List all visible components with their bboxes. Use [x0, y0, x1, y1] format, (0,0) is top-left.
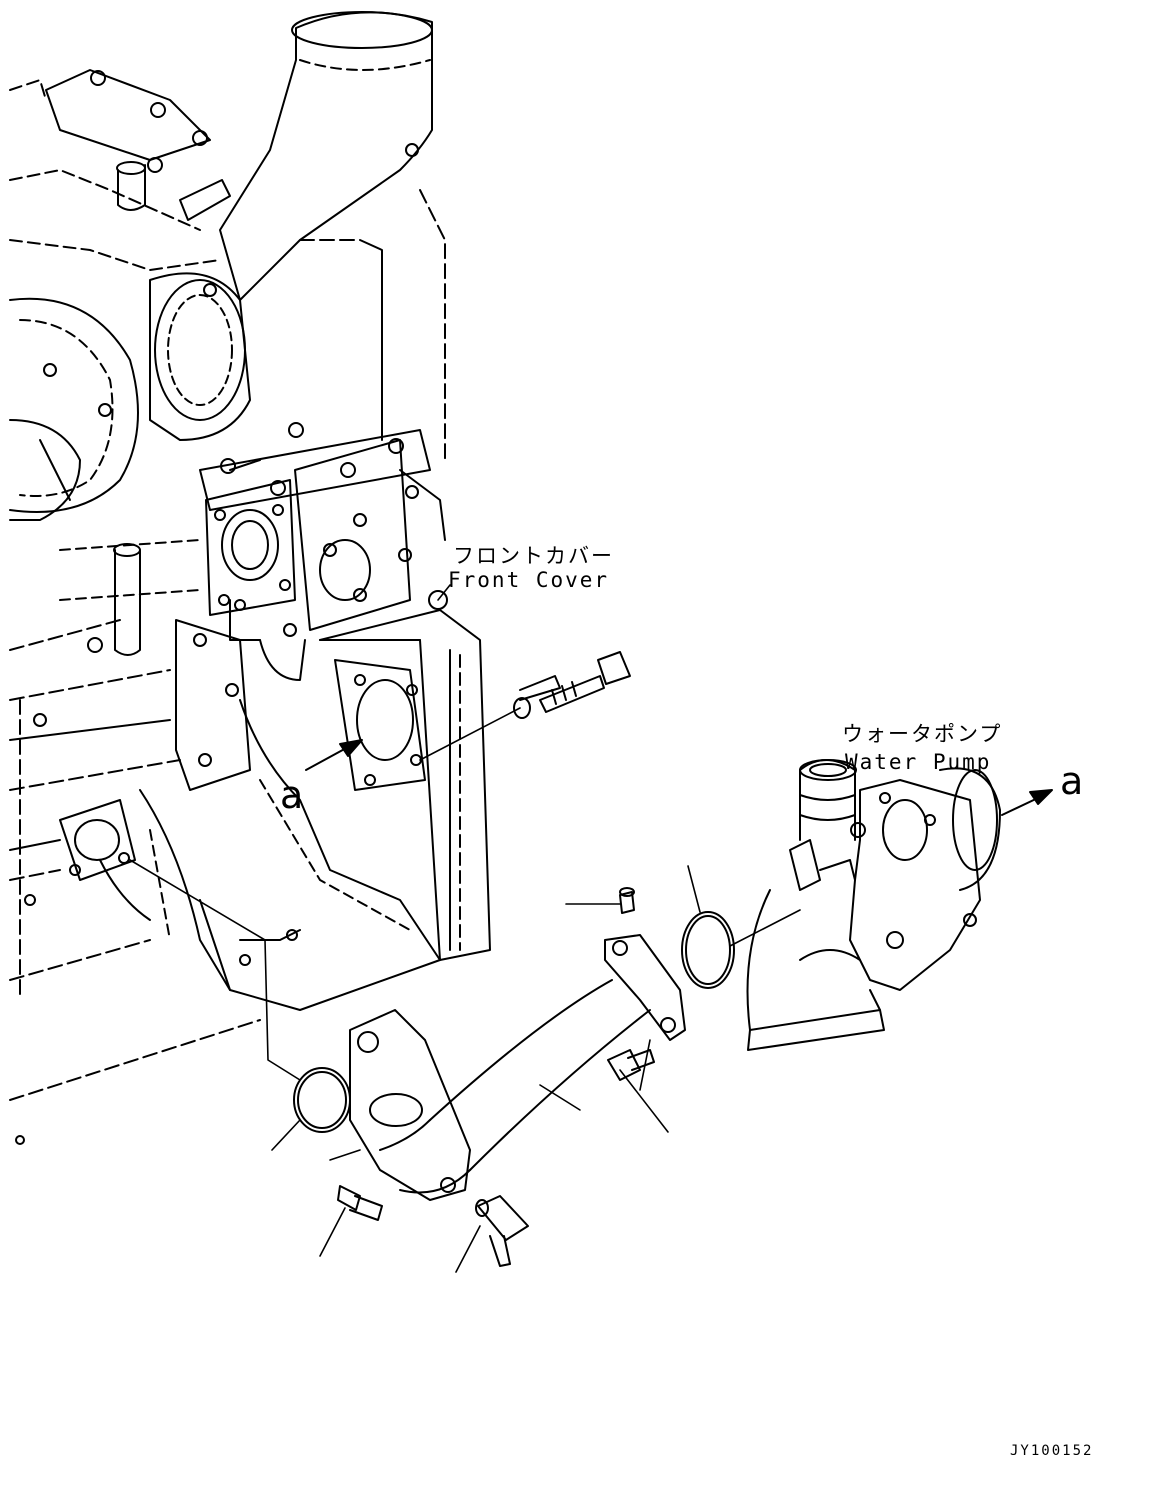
plug — [619, 891, 635, 914]
engine-block — [9, 11, 491, 1145]
water-pump-label-jp: ウォータポンプ — [842, 722, 1003, 746]
o-ring-upper — [681, 911, 735, 989]
tube-bottom-edge — [469, 1009, 651, 1171]
view-arrow-right — [1001, 789, 1053, 816]
o-ring-lower — [293, 1067, 351, 1133]
flange-bolt-left — [337, 1185, 361, 1211]
leader-lines — [129, 584, 801, 1273]
bolt-head — [597, 651, 631, 685]
temp-sensor — [477, 1195, 529, 1241]
water-pump — [746, 759, 1001, 1051]
view-ref-right: a — [1060, 759, 1084, 803]
bolt-washer-group — [513, 651, 631, 719]
washer-ring — [513, 697, 531, 719]
view-arrow-left — [305, 739, 363, 771]
front-cover-label-en: Front Cover — [448, 568, 610, 592]
tube-top-edge — [429, 979, 613, 1121]
front-cover-label-jp: フロントカバー — [453, 544, 614, 568]
flange-bolt-right — [607, 1049, 641, 1081]
bolt-shank — [539, 675, 605, 713]
washer — [519, 675, 561, 701]
water-tube-assembly — [293, 887, 735, 1267]
drawing-code: JY100152 — [1010, 1443, 1094, 1459]
water-pump-label-en: Water Pump — [845, 750, 992, 774]
tube-flange-upper — [604, 934, 686, 1041]
tube-flange-lower — [349, 1009, 471, 1201]
view-ref-left: a — [280, 773, 304, 817]
